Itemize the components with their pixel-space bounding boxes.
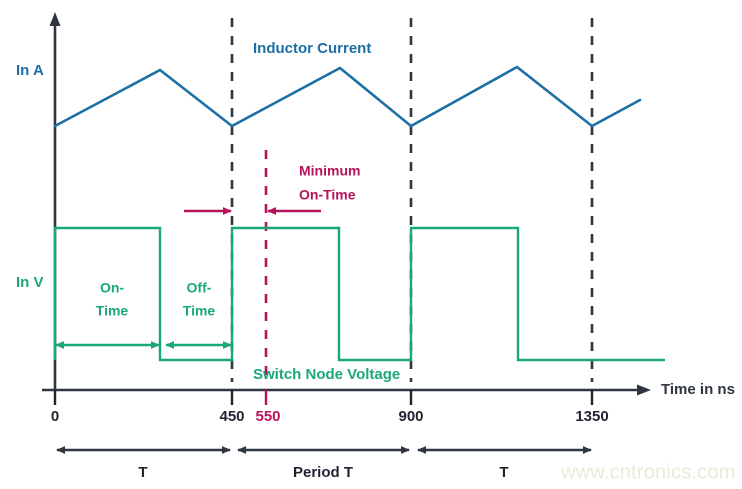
period-label-left: T: [138, 464, 147, 481]
period-label-middle: Period T: [293, 464, 353, 481]
x-tick-label-550: 550: [255, 408, 280, 425]
x-axis: [42, 384, 651, 396]
switch-node-voltage-label: Switch Node Voltage: [253, 366, 400, 383]
x-axis-arrowhead: [637, 384, 651, 396]
x-tick-label-900: 900: [398, 408, 423, 425]
on-time-label-line2: Time: [96, 303, 129, 319]
x-axis-label: Time in ns: [661, 381, 735, 398]
off-time-label-line2: Time: [183, 303, 216, 319]
switch-node-voltage-waveform: [53, 226, 665, 362]
y-axis-current-unit-label: In A: [16, 62, 44, 79]
inductor-current-waveform: [53, 65, 642, 128]
minimum-on-time-label-line2: On-Time: [299, 187, 356, 203]
off-time-label-line1: Off-: [187, 280, 212, 296]
period-label-right: T: [499, 464, 508, 481]
inductor-current-label: Inductor Current: [253, 40, 371, 57]
x-axis-ticks: [53, 390, 594, 405]
x-tick-label-0: 0: [51, 408, 59, 425]
y-axis-voltage-unit-label: In V: [16, 274, 44, 291]
minimum-on-time-label-line1: Minimum: [299, 163, 360, 179]
x-tick-label-450: 450: [219, 408, 244, 425]
x-tick-label-1350: 1350: [575, 408, 608, 425]
site-watermark: www.cntronics.com: [560, 461, 736, 483]
on-time-label-line1: On-: [100, 280, 124, 296]
y-axis-arrowhead: [49, 12, 61, 26]
